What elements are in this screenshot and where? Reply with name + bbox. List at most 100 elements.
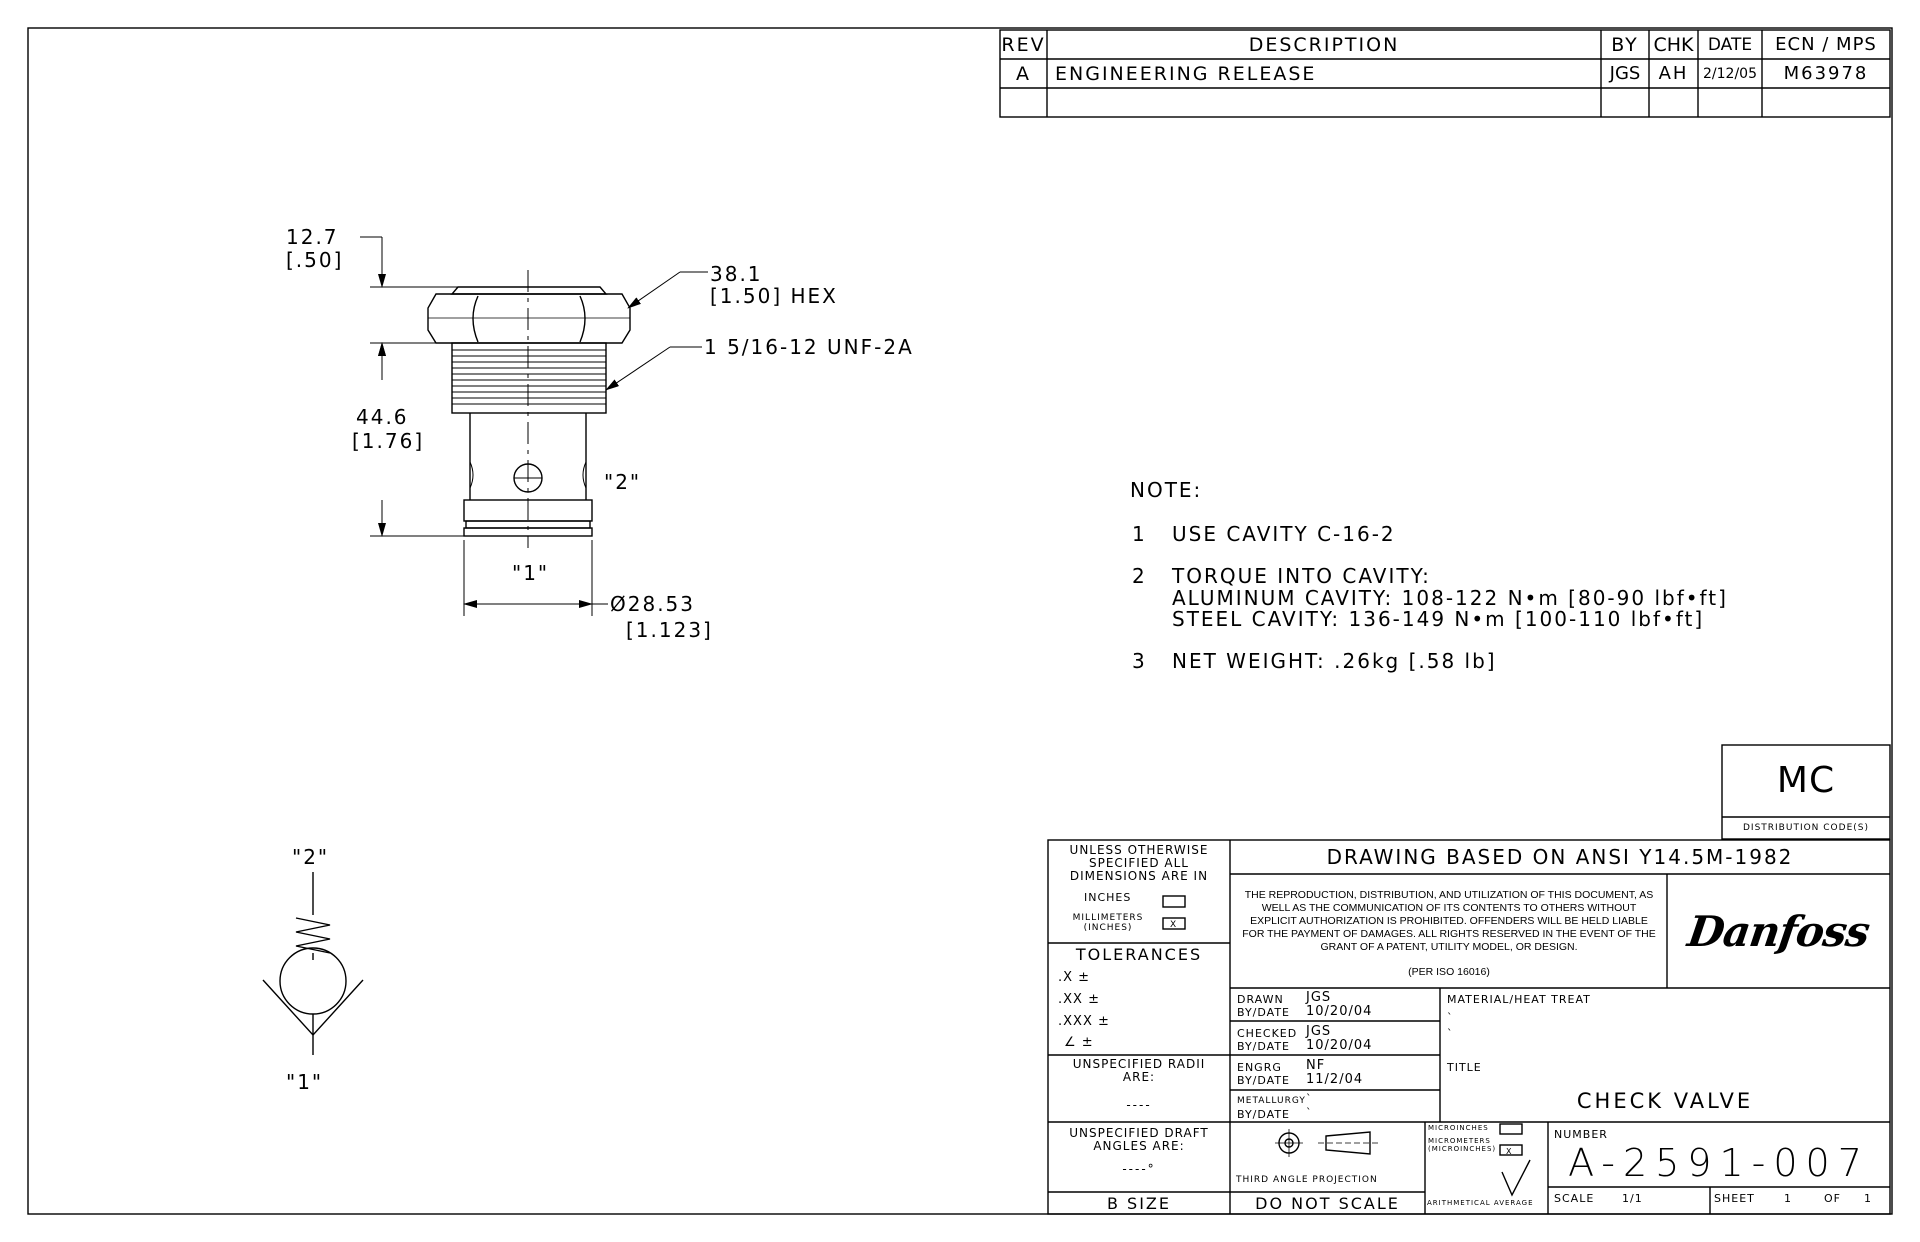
drawn-by: JGS (1306, 990, 1332, 1005)
distribution-code: MC (1776, 759, 1836, 801)
checked-date: 10/20/04 (1306, 1038, 1373, 1053)
schematic-port-2: "2" (292, 845, 330, 869)
copyright-iso: (PER ISO 16016) (1408, 966, 1490, 978)
rev-cell: A (1016, 62, 1031, 85)
drawing-title: CHECK VALVE (1576, 1089, 1754, 1113)
length-mm: 44.6 (356, 405, 409, 429)
schematic-port-1: "1" (286, 1070, 324, 1094)
drawing-number: A-2591-007 (1568, 1141, 1870, 1185)
port-2-label: "2" (604, 470, 642, 494)
distribution-code-label: DISTRIBUTION CODE(S) (1742, 823, 1869, 833)
date-header: DATE (1707, 34, 1753, 55)
tolerances-heading: TOLERANCES (1075, 944, 1203, 964)
engrg-date: 11/2/04 (1306, 1072, 1364, 1087)
units-selected-mark: X (1170, 920, 1178, 930)
projection-label: THIRD ANGLE PROJECTION (1236, 1175, 1378, 1185)
engrg-by: NF (1306, 1058, 1326, 1073)
distribution-box-grid (1721, 744, 1891, 840)
drawn-date: 10/20/04 (1306, 1004, 1373, 1019)
hex-height-in: [.50] (286, 248, 344, 272)
length-in: [1.76] (352, 429, 425, 453)
description-header: DESCRIPTION (1248, 33, 1400, 56)
note-3-number: 3 (1132, 649, 1147, 673)
units-inches-label: INCHES (1084, 891, 1132, 904)
radii-value: ---- (1126, 1098, 1152, 1112)
microinches-checkbox (1499, 1123, 1523, 1135)
checked-by: JGS (1306, 1024, 1332, 1039)
date-cell: 2/12/05 (1703, 65, 1757, 82)
surface-finish-symbol (1501, 1159, 1531, 1197)
note-1-text: USE CAVITY C-16-2 (1172, 522, 1396, 546)
note-3-text: NET WEIGHT: .26kg [.58 lb] (1172, 649, 1497, 673)
by-header: BY (1611, 33, 1639, 56)
revision-table-grid (999, 29, 1891, 118)
title-label: TITLE (1447, 1061, 1482, 1074)
engrg-label: ENGRG (1237, 1061, 1282, 1074)
metallurgy-value: ` (1306, 1092, 1313, 1105)
hex-size-in: [1.50] HEX (710, 284, 838, 308)
tolerance-xx: .XX ± (1058, 992, 1100, 1007)
arithmetical-label: ARITHMETICAL AVERAGE (1427, 1199, 1534, 1207)
radii-heading: UNSPECIFIED RADII ARE: (1072, 1057, 1206, 1084)
engrg-bydate-label: BY/DATE (1237, 1074, 1290, 1087)
rev-header: REV (1001, 33, 1046, 56)
sheet-label: SHEET (1714, 1192, 1755, 1205)
scale-label: SCALE (1554, 1192, 1595, 1205)
draft-heading: UNSPECIFIED DRAFT ANGLES ARE: (1069, 1126, 1209, 1153)
chk-cell: AH (1658, 63, 1689, 84)
do-not-scale: DO NOT SCALE (1255, 1193, 1400, 1213)
sheet-size: B SIZE (1106, 1193, 1171, 1213)
ecn-header: ECN / MPS (1775, 34, 1877, 55)
drawn-label: DRAWN (1237, 993, 1284, 1006)
note-2-line-3: STEEL CAVITY: 136-149 N•m [100-110 lbf•f… (1172, 607, 1705, 631)
note-1-number: 1 (1132, 522, 1147, 546)
microinches-label: MICROINCHES (1428, 1124, 1489, 1132)
surface-selected-mark: X (1506, 1147, 1513, 1156)
metallurgy-label: METALLURGY (1237, 1096, 1306, 1106)
check-valve-part-view (360, 236, 708, 616)
tolerance-x: .X ± (1058, 970, 1091, 985)
drawn-bydate-label: BY/DATE (1237, 1006, 1290, 1019)
hex-height-mm: 12.7 (286, 225, 339, 249)
material-line-1: ` (1447, 1011, 1454, 1024)
note-2-line-1: TORQUE INTO CAVITY: (1172, 564, 1431, 588)
millimeters-checkbox (1162, 917, 1186, 930)
chk-header: CHK (1653, 33, 1694, 56)
checked-bydate-label: BY/DATE (1237, 1040, 1290, 1053)
metallurgy-date: ` (1306, 1106, 1313, 1119)
diameter-in: [1.123] (626, 618, 713, 642)
inches-checkbox (1162, 895, 1186, 908)
material-line-2: ` (1447, 1027, 1454, 1040)
units-millimeters-label: MILLIMETERS (INCHES) (1072, 913, 1144, 933)
standard-reference: DRAWING BASED ON ANSI Y14.5M-1982 (1326, 845, 1794, 869)
micrometers-label: MICROMETERS (MICROINCHES) (1428, 1137, 1497, 1153)
port-1-label: "1" (512, 561, 550, 585)
units-heading: UNLESS OTHERWISE SPECIFIED ALL DIMENSION… (1069, 842, 1209, 883)
check-valve-schematic (262, 872, 364, 1055)
tolerance-angle: ∠ ± (1064, 1035, 1094, 1050)
tolerance-xxx: .XXX ± (1058, 1014, 1110, 1029)
material-label: MATERIAL/HEAT TREAT (1447, 993, 1591, 1006)
title-block-grid (1047, 839, 1891, 1215)
by-cell: JGS (1609, 63, 1641, 84)
third-angle-projection-symbol (1275, 1129, 1378, 1157)
of-value: 1 (1864, 1192, 1872, 1205)
ecn-cell: M63978 (1783, 63, 1869, 84)
micrometers-checkbox (1499, 1144, 1523, 1156)
sheet-value: 1 (1784, 1192, 1792, 1205)
note-2-line-2: ALUMINUM CAVITY: 108-122 N•m [80-90 lbf•… (1172, 586, 1728, 610)
checked-label: CHECKED (1237, 1027, 1298, 1040)
note-2-number: 2 (1132, 564, 1147, 588)
diameter-mm: Ø28.53 (610, 592, 695, 616)
number-label: NUMBER (1554, 1128, 1608, 1141)
thread-spec: 1 5/16-12 UNF-2A (704, 335, 914, 359)
copyright-notice: THE REPRODUCTION, DISTRIBUTION, AND UTIL… (1242, 889, 1656, 953)
description-cell: ENGINEERING RELEASE (1055, 62, 1317, 85)
of-label: OF (1824, 1192, 1841, 1205)
sheet-border (27, 27, 1893, 1215)
hex-size-mm: 38.1 (710, 262, 763, 286)
metallurgy-bydate-label: BY/DATE (1237, 1108, 1290, 1121)
danfoss-logo: Danfoss (1684, 906, 1873, 956)
